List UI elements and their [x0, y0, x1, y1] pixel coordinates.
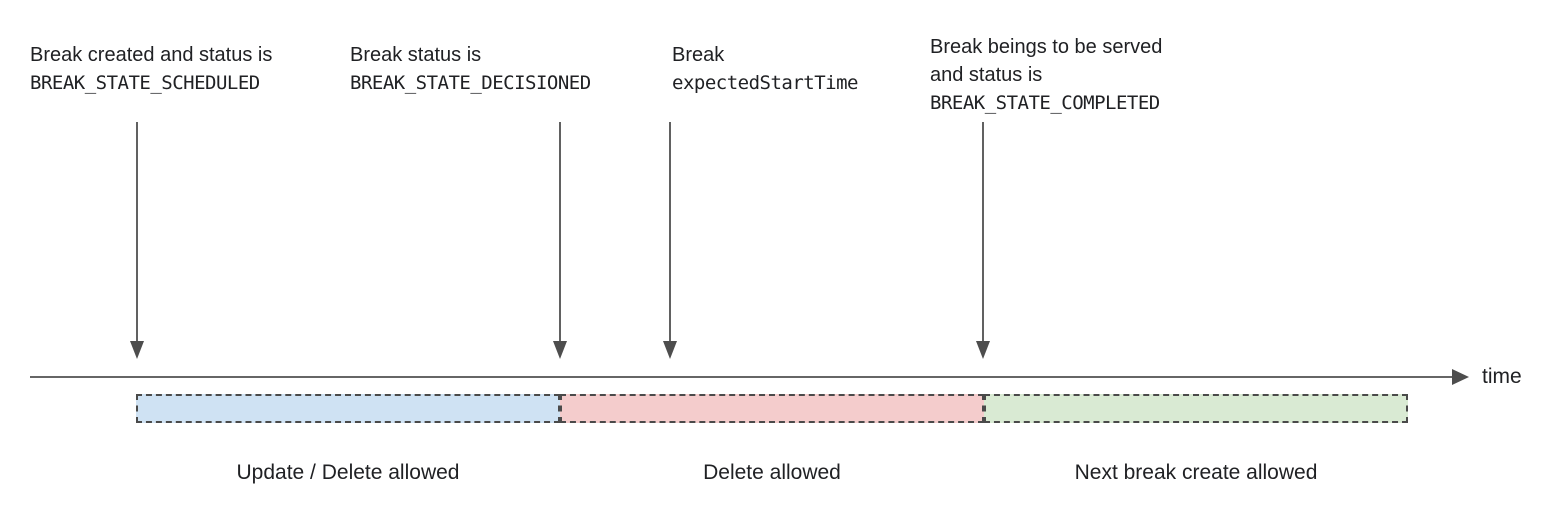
down-arrow-icon	[129, 122, 145, 359]
down-arrow-icon	[662, 122, 678, 359]
down-arrow-icon	[975, 122, 991, 359]
annotation-code: BREAK_STATE_SCHEDULED	[30, 72, 260, 94]
time-axis-line	[30, 376, 1454, 378]
annotation-break-decisioned: Break status is BREAK_STATE_DECISIONED	[350, 41, 591, 97]
annotation-text: Break	[672, 44, 725, 66]
segment-next-break-create-allowed	[984, 394, 1408, 423]
time-axis-label: time	[1482, 365, 1522, 388]
down-arrow-icon	[552, 122, 568, 359]
annotation-text: Break status is	[350, 44, 482, 66]
annotation-text: and status is	[930, 64, 1043, 86]
annotation-text: Break created and status is	[30, 44, 273, 66]
annotation-break-scheduled: Break created and status is BREAK_STATE_…	[30, 41, 272, 97]
segment-update-delete-allowed	[136, 394, 560, 423]
annotation-code: BREAK_STATE_DECISIONED	[350, 72, 591, 94]
annotation-code: BREAK_STATE_COMPLETED	[930, 92, 1160, 114]
annotation-text: Break beings to be served	[930, 36, 1163, 58]
annotation-expected-start-time: Break expectedStartTime	[672, 41, 858, 97]
annotation-break-completed: Break beings to be served and status is …	[930, 33, 1162, 117]
segment-delete-allowed	[560, 394, 984, 423]
segment-label: Delete allowed	[703, 461, 841, 484]
segment-label: Next break create allowed	[1074, 461, 1318, 484]
time-axis-arrowhead-icon	[1452, 369, 1469, 385]
annotation-code: expectedStartTime	[672, 72, 858, 94]
segment-label: Update / Delete allowed	[236, 461, 460, 484]
